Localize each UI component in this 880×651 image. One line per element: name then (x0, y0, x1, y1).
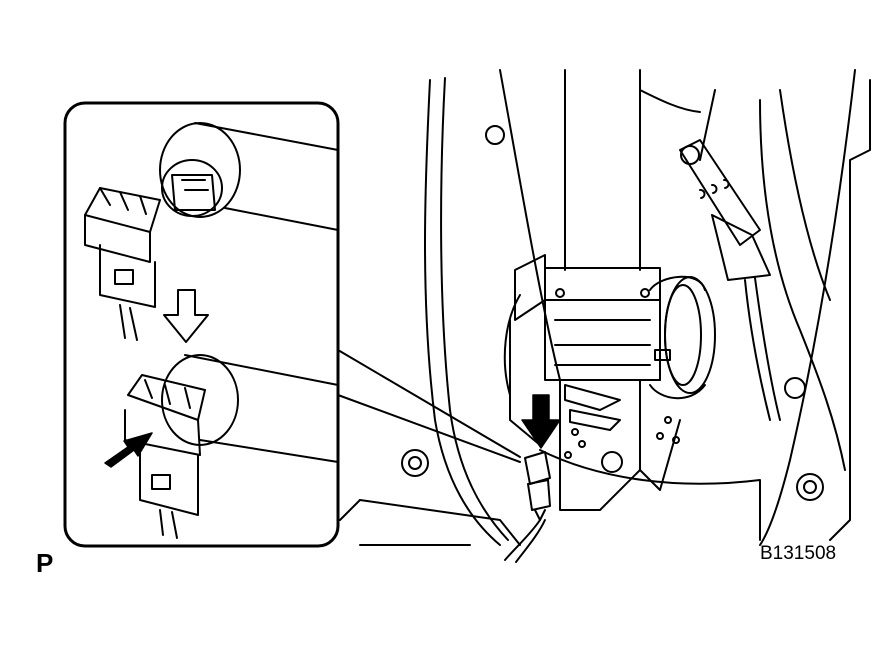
inset-socket-top (159, 122, 339, 231)
inset-plug-bottom (124, 374, 206, 539)
inset-plug-top (84, 187, 161, 341)
vehicle-body-panel (339, 69, 871, 546)
upper-sensor-connector (679, 139, 781, 421)
figure-code: B131508 (760, 543, 837, 564)
seat-belt-retractor (503, 254, 681, 511)
mounting-holes (401, 125, 824, 501)
callout-leader (337, 349, 521, 463)
main-connector (504, 451, 551, 563)
down-arrow-solid-icon (521, 394, 561, 449)
pretensioner-reel (644, 275, 716, 400)
seat-belt-webbing (544, 69, 661, 301)
push-arrow-icon (104, 432, 153, 468)
down-arrow-outline-icon (163, 289, 209, 343)
corner-letter: P (36, 548, 54, 578)
